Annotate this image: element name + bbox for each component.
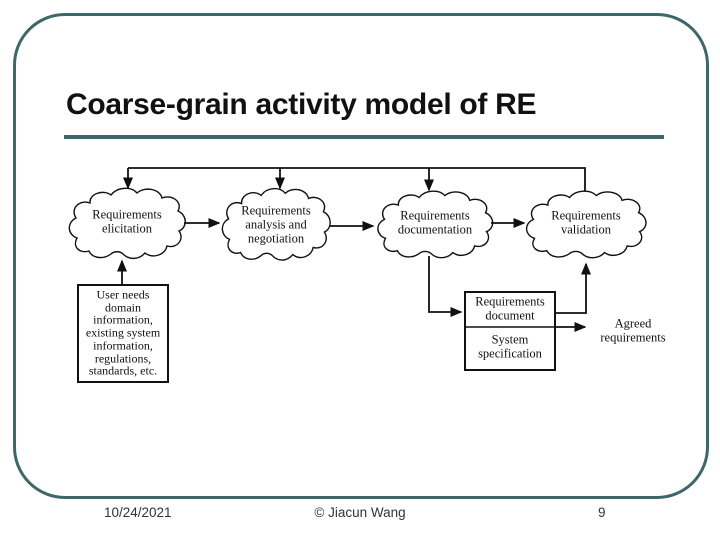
cloud-label-analysis: Requirements analysis and negotiation: [241, 203, 311, 245]
cloud-label-elicitation: Requirements elicitation: [92, 207, 162, 235]
inputs-box: [77, 284, 169, 383]
document-box-bottom-label: System specification: [478, 332, 542, 360]
slide-border: [13, 13, 709, 499]
cloud-label-documentation: Requirements documentation: [397, 208, 473, 236]
footer-page-number: 9: [598, 505, 606, 520]
footer-date: 10/24/2021: [104, 505, 172, 520]
document-box: [464, 291, 556, 371]
inputs-box-label: User needs domain information, existing …: [85, 287, 161, 378]
slide-title: Coarse-grain activity model of RE: [66, 88, 537, 121]
cloud-label-validation: Requirements validation: [551, 208, 621, 236]
slide-footer: 10/24/2021 © Jiacun Wang 9: [0, 505, 720, 529]
title-underline: [64, 135, 664, 139]
document-box-top-label: Requirements document: [475, 294, 545, 322]
agreed-requirements-label: Agreed requirements: [600, 316, 666, 344]
flow-arrows: [117, 218, 591, 332]
footer-credit: © Jiacun Wang: [314, 505, 406, 520]
feedback-line: [123, 167, 586, 192]
